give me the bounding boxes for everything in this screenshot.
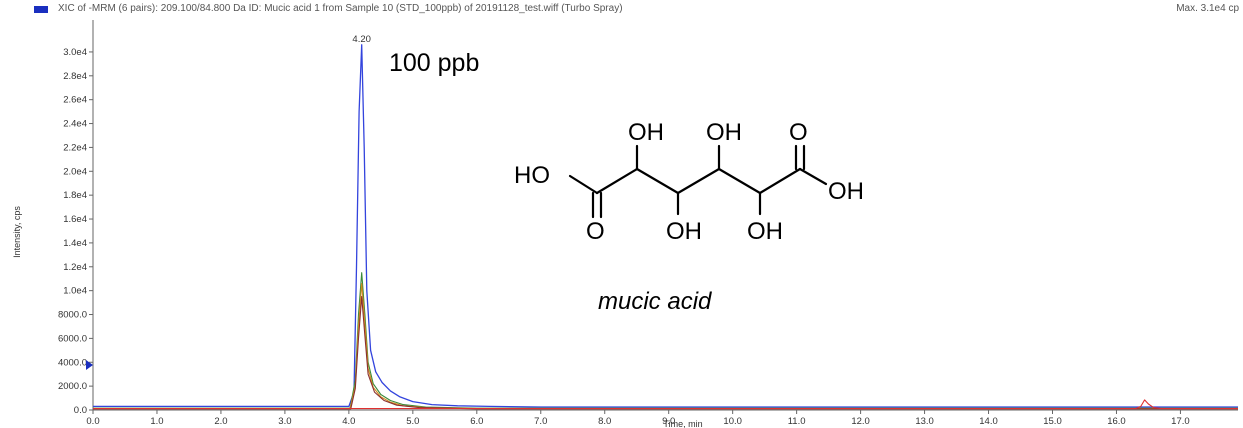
x-tick-label: 3.0	[278, 416, 291, 427]
x-tick-label: 13.0	[915, 416, 934, 427]
atom-label-oh: OH	[828, 178, 864, 205]
series-line-blue	[93, 44, 1238, 408]
max-intensity-label: Max. 3.1e4 cp	[1176, 3, 1239, 14]
y-tick-label: 1.6e4	[63, 214, 87, 225]
x-tick-label: 14.0	[979, 416, 998, 427]
atom-label-oh: OH	[628, 119, 664, 146]
compound-name-label: mucic acid	[598, 288, 712, 315]
x-tick-label: 1.0	[150, 416, 163, 427]
y-tick-label: 1.2e4	[63, 262, 87, 273]
x-ticks: 0.0 1.0 2.0 3.0 4.0 5.0 6.0 7.0 8.0 9.0 10.0 11.0 12…	[86, 410, 1190, 427]
y-tick-label: 2.6e4	[63, 95, 87, 106]
y-tick-label: 2000.0	[58, 381, 87, 392]
x-axis-label: Time, min	[663, 419, 702, 428]
y-tick-label: 6000.0	[58, 333, 87, 344]
legend-swatch	[34, 6, 48, 13]
chart-header: XIC of -MRM (6 pairs): 209.100/84.800 Da…	[0, 0, 1243, 22]
concentration-label: 100 ppb	[389, 49, 479, 77]
atom-label-ho: HO	[514, 162, 550, 189]
series-line-darkred	[93, 296, 1238, 410]
x-tick-label: 4.0	[342, 416, 355, 427]
chromatogram-series	[93, 44, 1238, 410]
y-tick-label: 0.0	[74, 405, 87, 416]
x-tick-label: 17.0	[1171, 416, 1190, 427]
atom-label-o: O	[789, 119, 808, 146]
baseline-marker	[86, 360, 93, 370]
structure-atom-labels: HO OH OH O OH O OH OH	[514, 119, 864, 245]
x-tick-label: 15.0	[1043, 416, 1062, 427]
y-tick-label: 2.2e4	[63, 142, 87, 153]
y-tick-label: 4000.0	[58, 357, 87, 368]
peak-apex-label: 4.20	[352, 34, 371, 45]
x-tick-label: 7.0	[534, 416, 547, 427]
y-tick-label: 1.4e4	[63, 238, 87, 249]
x-tick-label: 2.0	[214, 416, 227, 427]
y-ticks: 0.0 2000.0 4000.0 6000.0 8000.0 1.0e4 1.2e4 1.4…	[58, 47, 93, 416]
y-tick-label: 1.8e4	[63, 190, 87, 201]
atom-label-o: O	[586, 218, 605, 245]
y-tick-label: 2.4e4	[63, 119, 87, 130]
x-tick-label: 11.0	[788, 416, 806, 427]
x-tick-label: 8.0	[598, 416, 611, 427]
series-line-red	[93, 399, 1238, 410]
x-tick-label: 10.0	[723, 416, 742, 427]
atom-label-oh: OH	[706, 119, 742, 146]
x-tick-label: 9.0	[662, 416, 675, 427]
chart-title: XIC of -MRM (6 pairs): 209.100/84.800 Da…	[58, 3, 623, 14]
mucic-acid-structure	[568, 144, 828, 219]
x-tick-label: 12.0	[851, 416, 870, 427]
y-tick-label: 2.0e4	[63, 166, 87, 177]
atom-label-oh: OH	[666, 218, 702, 245]
y-tick-label: 2.8e4	[63, 71, 87, 82]
x-tick-label: 6.0	[470, 416, 483, 427]
x-tick-label: 16.0	[1107, 416, 1126, 427]
axes	[92, 20, 1238, 411]
x-tick-label: 5.0	[406, 416, 419, 427]
y-tick-label: 8000.0	[58, 310, 87, 321]
x-tick-label: 0.0	[86, 416, 99, 427]
y-tick-label: 1.0e4	[63, 286, 87, 297]
y-axis-label: Intensity, cps	[12, 206, 22, 258]
y-tick-label: 3.0e4	[63, 47, 87, 58]
atom-label-oh: OH	[747, 218, 783, 245]
